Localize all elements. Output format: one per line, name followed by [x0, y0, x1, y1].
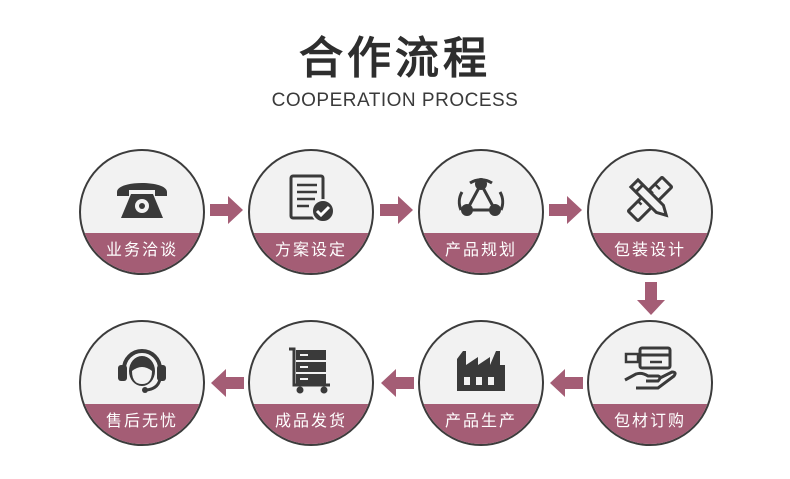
checklist-icon — [250, 167, 372, 231]
step-after-sales: 售后无忧 — [79, 320, 205, 446]
step-label: 业务洽谈 — [81, 233, 203, 273]
page-subtitle: COOPERATION PROCESS — [271, 90, 519, 111]
step-label: 包材订购 — [589, 404, 711, 444]
step-label: 产品规划 — [420, 233, 542, 273]
card-hand-icon — [589, 338, 711, 402]
arrow-right-icon — [210, 196, 243, 224]
step-label: 售后无忧 — [81, 404, 203, 444]
network-triangle-icon — [420, 167, 542, 231]
arrow-right-icon — [549, 196, 582, 224]
step-production: 产品生产 — [418, 320, 544, 446]
cart-shelf-icon — [250, 338, 372, 402]
arrow-left-icon — [550, 369, 583, 397]
step-label: 方案设定 — [250, 233, 372, 273]
step-material-ordering: 包材订购 — [587, 320, 713, 446]
headset-agent-icon — [81, 338, 203, 402]
step-packaging-design: 包装设计 — [587, 149, 713, 275]
pencil-ruler-icon — [589, 167, 711, 231]
step-label: 包装设计 — [589, 233, 711, 273]
step-business-negotiation: 业务洽谈 — [79, 149, 205, 275]
arrow-down-icon — [637, 282, 665, 315]
step-product-planning: 产品规划 — [418, 149, 544, 275]
step-label: 产品生产 — [420, 404, 542, 444]
page-title: 合作流程 — [299, 33, 491, 84]
step-plan-setting: 方案设定 — [248, 149, 374, 275]
arrow-left-icon — [211, 369, 244, 397]
arrow-left-icon — [381, 369, 414, 397]
arrow-right-icon — [380, 196, 413, 224]
step-label: 成品发货 — [250, 404, 372, 444]
telephone-icon — [81, 167, 203, 231]
factory-icon — [420, 338, 542, 402]
step-shipping: 成品发货 — [248, 320, 374, 446]
